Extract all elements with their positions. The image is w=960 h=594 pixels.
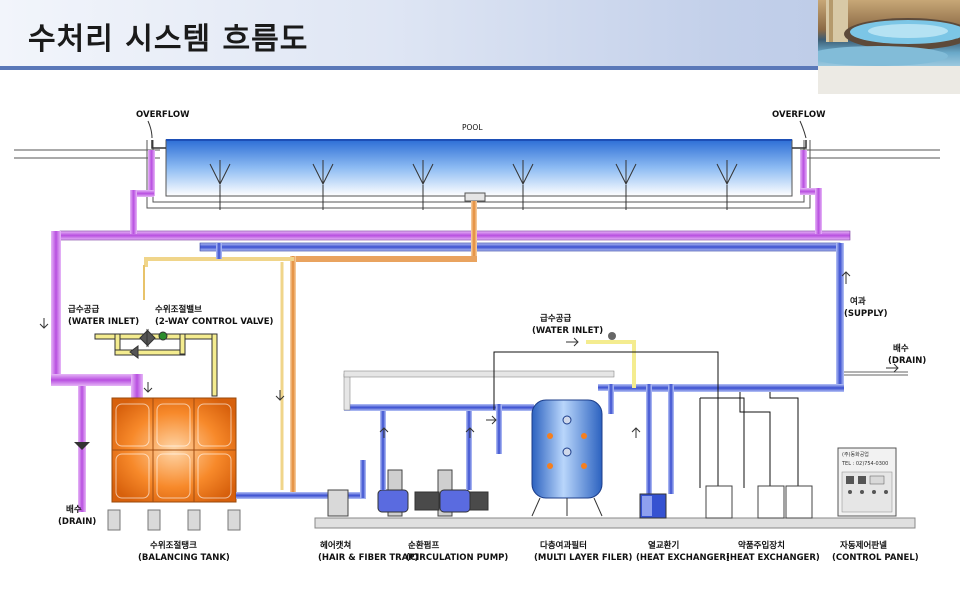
- panel-phone: TEL : 02)754-0300: [841, 461, 888, 467]
- overflow-right-label: OVERFLOW: [772, 110, 826, 120]
- pool-photo: [818, 0, 960, 66]
- water-inlet-center: [586, 332, 636, 388]
- drain-right-outlet: [844, 371, 908, 376]
- nozzle: [209, 160, 231, 210]
- water-inlet-center-en: (WATER INLET): [532, 326, 603, 336]
- equipment-heat-exchanger-en: (HEAT EXCHANGER): [636, 553, 730, 563]
- pool: [165, 139, 793, 197]
- equipment-heat-exchanger-kr: 열교환기: [648, 540, 679, 551]
- overflow-gutter-right: [792, 140, 807, 149]
- pool-label: POOL: [462, 123, 483, 132]
- nozzle: [312, 160, 334, 210]
- overflow-left-label: OVERFLOW: [136, 110, 190, 120]
- equipment-control-panel-en: (CONTROL PANEL): [832, 553, 919, 563]
- overflow-pipe-right: [800, 150, 822, 234]
- return-header-pipe: [59, 230, 851, 241]
- panel-maker: (주)동화공업: [842, 451, 869, 458]
- chemical-dosing-tanks: [705, 485, 813, 519]
- nozzle: [512, 160, 534, 210]
- equipment-balancing-tank-kr: 수위조절탱크: [150, 540, 197, 551]
- multi-layer-filter: [531, 399, 603, 517]
- control-valve-en: (2-WAY CONTROL VALVE): [155, 317, 274, 327]
- balancing-tank: [111, 397, 237, 503]
- equipment-pump-en: (CIRCULATION PUMP): [406, 553, 508, 563]
- supply-kr: 여과: [850, 296, 866, 307]
- supply-header-pipe: [199, 242, 841, 252]
- flow-arrows: [39, 271, 899, 438]
- suction-pipe: [236, 460, 366, 499]
- tank-supports: [107, 509, 241, 531]
- equipment-pump-kr: 순환펌프: [408, 540, 439, 551]
- drain-right-en: (DRAIN): [888, 356, 926, 366]
- supply-en: (SUPPLY): [844, 309, 888, 319]
- overflow-pipe-left: [51, 150, 155, 404]
- water-inlet-center-kr: 급수공급: [540, 314, 571, 324]
- discharge-pipe: [343, 370, 615, 490]
- water-inlet-left: [94, 328, 218, 397]
- equipment-control-panel-kr: 자동제어판넬: [840, 540, 887, 551]
- equipment-filter-en: (MULTI LAYER FILER): [534, 553, 633, 563]
- water-inlet-left-kr: 급수공급: [68, 305, 99, 315]
- control-valve-kr: 수위조절밸브: [155, 304, 202, 315]
- inlet-nozzles: [209, 160, 738, 210]
- filter-outlet-pipe: [598, 384, 674, 494]
- photo-frame: [818, 66, 960, 94]
- header-bar: [0, 0, 960, 66]
- water-inlet-left-en: (WATER INLET): [68, 317, 139, 327]
- overflow-right-arrow: [799, 120, 807, 139]
- drain-right-kr: 배수: [893, 343, 909, 354]
- equipment-dosing-en: (HEAT EXCHANGER): [726, 553, 820, 563]
- equipment-slab: [314, 517, 916, 529]
- control-wiring: [493, 351, 799, 488]
- circulation-pump: [377, 489, 489, 513]
- control-panel: [837, 447, 897, 517]
- drain-left-en: (DRAIN): [58, 517, 96, 527]
- nozzle: [716, 160, 738, 210]
- nozzle: [615, 160, 637, 210]
- equipment-balancing-tank-en: (BALANCING TANK): [138, 553, 230, 563]
- pool-photo-art: [818, 0, 960, 66]
- equipment-hair-trap-kr: 헤어캣쳐: [320, 540, 351, 551]
- header-underline: [0, 66, 820, 70]
- drain-left-kr: 배수: [66, 504, 82, 515]
- main-drain: [464, 192, 486, 202]
- equipment-filter-kr: 다층여과필터: [540, 540, 587, 551]
- drain-pipe: [144, 201, 477, 496]
- drain-pipe-left: [74, 386, 90, 512]
- page-title: 수처리 시스템 흐름도: [28, 22, 309, 57]
- equipment-hair-trap-en: (HAIR & FIBER TRAP): [318, 553, 419, 563]
- nozzle: [412, 160, 434, 210]
- overflow-left-arrow: [147, 120, 153, 139]
- heat-exchanger: [639, 493, 667, 519]
- equipment-dosing-kr: 약품주입장치: [738, 540, 785, 551]
- supply-riser: [610, 243, 844, 392]
- overflow-gutter-left: [151, 140, 166, 149]
